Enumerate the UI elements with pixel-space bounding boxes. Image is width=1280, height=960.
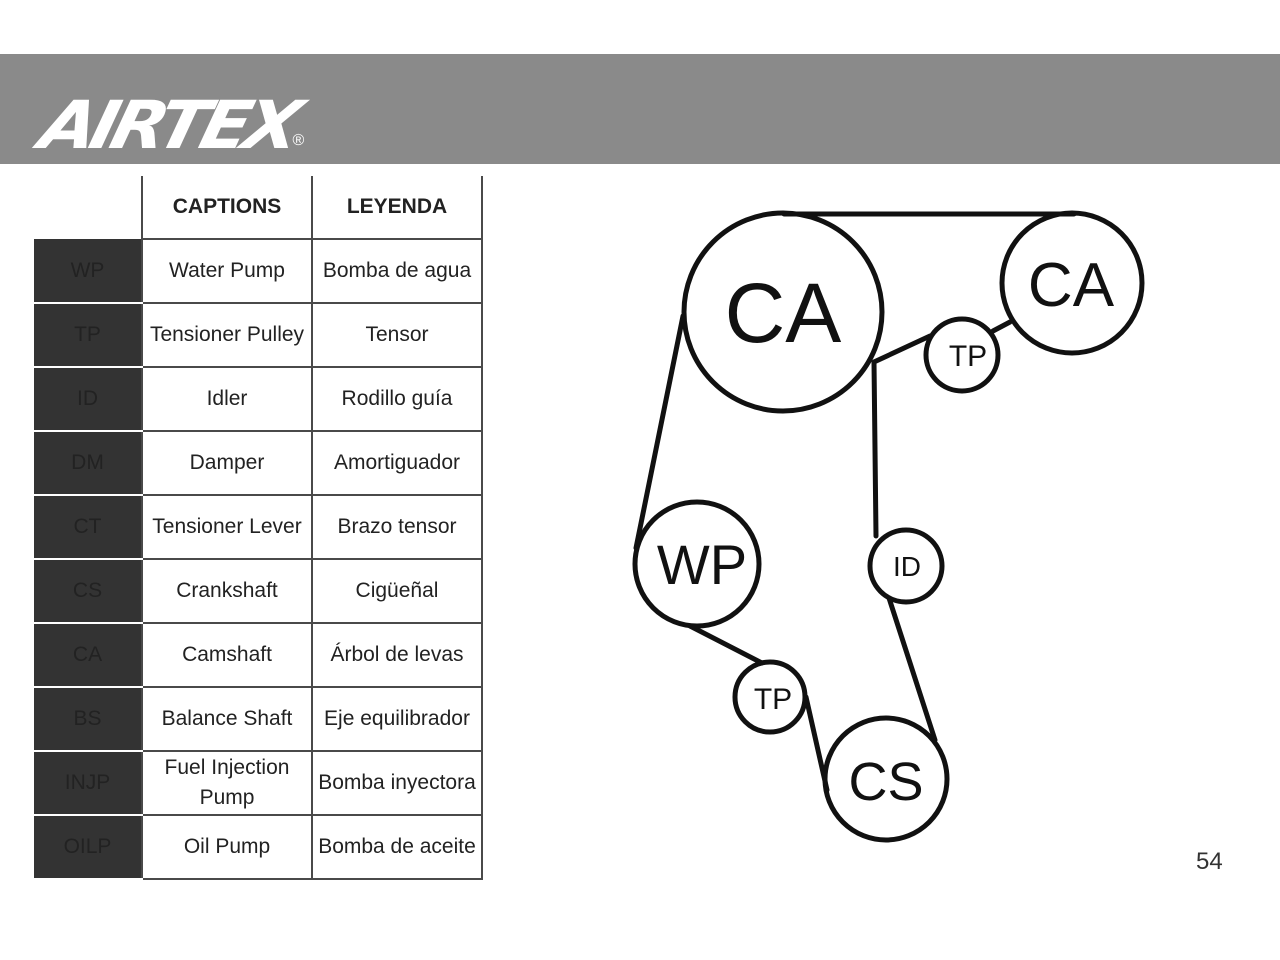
legend-caption-es: Brazo tensor bbox=[311, 494, 483, 560]
legend-caption-es: Bomba de agua bbox=[311, 238, 483, 304]
airtex-logo: AIRTEX ® bbox=[33, 62, 305, 163]
belt-segment bbox=[886, 595, 938, 743]
legend-caption-en: Damper bbox=[141, 430, 313, 496]
legend-caption-en: Camshaft bbox=[141, 622, 313, 688]
legend-code: CT bbox=[34, 495, 142, 560]
legend-caption-es: Tensor bbox=[311, 302, 483, 368]
pulley-label-wp: WP bbox=[657, 533, 747, 596]
legend-caption-en: Tensioner Lever bbox=[141, 494, 313, 560]
legend-caption-en: Water Pump bbox=[141, 238, 313, 304]
belt-segment bbox=[871, 359, 879, 539]
pulley-label-ca-right: CA bbox=[1028, 251, 1115, 320]
legend-caption-es: Árbol de levas bbox=[311, 622, 483, 688]
legend-code: DM bbox=[34, 431, 142, 496]
legend-caption-en: Tensioner Pulley bbox=[141, 302, 313, 368]
legend-code: CS bbox=[34, 559, 142, 624]
legend-code: INJP bbox=[34, 751, 142, 816]
legend-code: CA bbox=[34, 623, 142, 688]
legend-code: ID bbox=[34, 367, 142, 432]
tensioner-upper-pulley bbox=[923, 316, 1001, 394]
legend-header-leyenda: LEYENDA bbox=[311, 176, 483, 240]
legend-caption-es: Eje equilibrador bbox=[311, 686, 483, 752]
idler-pulley bbox=[867, 527, 945, 605]
legend-caption-en: Oil Pump bbox=[141, 814, 313, 880]
legend-code: OILP bbox=[34, 815, 142, 880]
legend-header-blank bbox=[34, 176, 142, 239]
legend-header-captions: CAPTIONS bbox=[141, 176, 313, 240]
belt-segment bbox=[990, 319, 1013, 334]
belt-segment bbox=[871, 333, 933, 365]
legend-code: TP bbox=[34, 303, 142, 368]
pulley-label-id: ID bbox=[893, 551, 921, 582]
pulley-label-ca-left: CA bbox=[725, 266, 842, 360]
pulley-label-tp-upper: TP bbox=[949, 340, 987, 373]
legend-caption-en: Balance Shaft bbox=[141, 686, 313, 752]
legend-caption-en: Fuel Injection Pump bbox=[141, 750, 313, 816]
legend-caption-es: Bomba de aceite bbox=[311, 814, 483, 880]
pulley-label-cs: CS bbox=[848, 752, 923, 812]
legend-caption-es: Cigüeñal bbox=[311, 558, 483, 624]
camshaft-right-pulley bbox=[999, 210, 1145, 356]
camshaft-left-pulley bbox=[681, 210, 885, 414]
legend-caption-en: Idler bbox=[141, 366, 313, 432]
belt-segment bbox=[633, 313, 686, 551]
pulley-label-tp-lower: TP bbox=[754, 683, 792, 716]
crankshaft-pulley bbox=[822, 715, 950, 843]
tensioner-lower-pulley bbox=[732, 659, 808, 735]
legend-caption-es: Rodillo guía bbox=[311, 366, 483, 432]
water-pump-pulley bbox=[632, 499, 762, 629]
page-number: 54 bbox=[1196, 848, 1223, 875]
legend-code: WP bbox=[34, 239, 142, 304]
legend-header-row: CAPTIONS LEYENDA bbox=[34, 176, 483, 240]
legend-caption-es: Amortiguador bbox=[311, 430, 483, 496]
belt-segment bbox=[687, 623, 765, 666]
legend-caption-en: Crankshaft bbox=[141, 558, 313, 624]
legend-caption-es: Bomba inyectora bbox=[311, 750, 483, 816]
header-bar bbox=[0, 54, 1280, 164]
registered-mark: ® bbox=[292, 132, 305, 149]
legend-code: BS bbox=[34, 687, 142, 752]
